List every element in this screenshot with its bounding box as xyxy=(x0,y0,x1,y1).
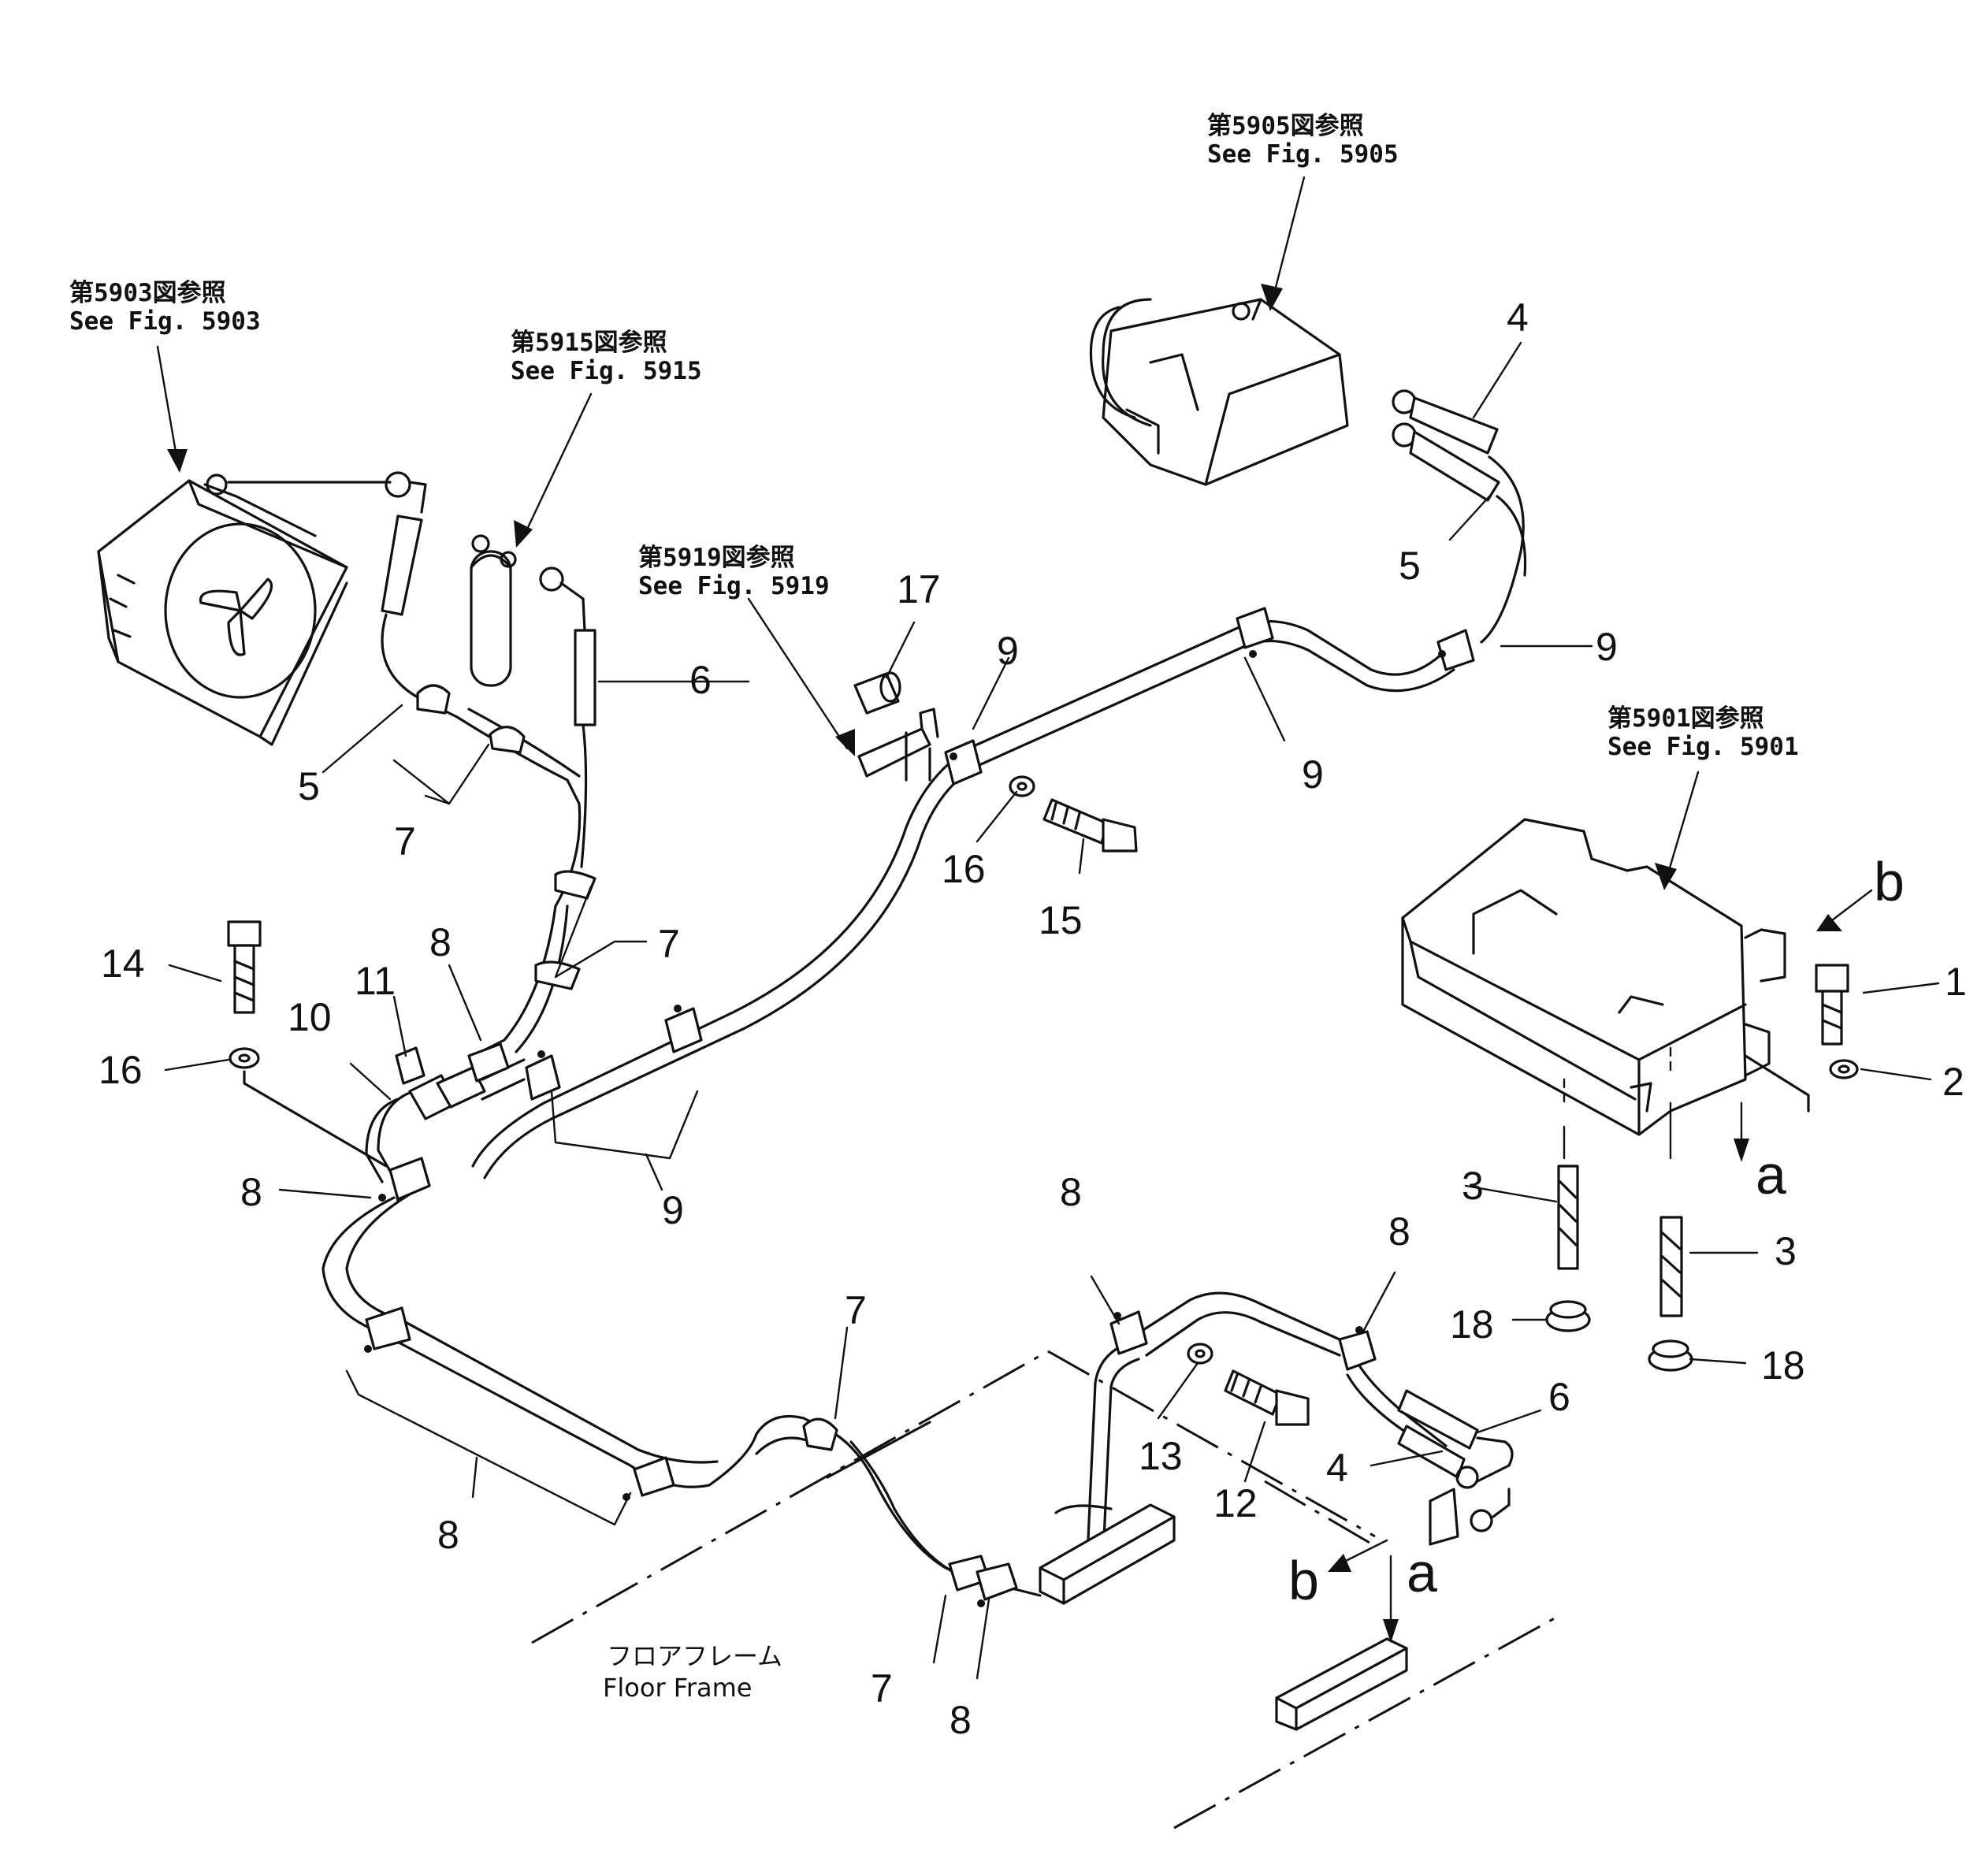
ref-5919-en: See Fig. 5919 xyxy=(638,572,830,600)
ref-5903-en: See Fig. 5903 xyxy=(69,307,261,336)
part-label-6: 6 xyxy=(689,658,712,702)
part-label-9: 9 xyxy=(662,1188,684,1232)
part-label-12: 12 xyxy=(1213,1481,1258,1525)
part-label-1: 1 xyxy=(1945,960,1966,1004)
part-label-8: 8 xyxy=(1060,1170,1082,1214)
part-label-9: 9 xyxy=(1302,752,1324,797)
spacers xyxy=(1545,1165,1693,1372)
part-label-16: 16 xyxy=(942,847,986,891)
part-label-17: 17 xyxy=(897,567,941,611)
pipe-upper xyxy=(471,620,1455,1179)
part-label-7: 7 xyxy=(394,819,416,864)
view-marker-a-top: a xyxy=(1756,1144,1786,1205)
floor-frame-label-jp: フロアフレーム xyxy=(607,1641,782,1671)
part-label-4: 4 xyxy=(1326,1446,1348,1490)
condenser-unit xyxy=(97,474,348,746)
view-marker-b-bottom: b xyxy=(1288,1550,1319,1611)
ref-5905-en: See Fig. 5905 xyxy=(1207,140,1399,169)
ref-5903-jp: 第5903図参照 xyxy=(69,279,226,307)
part-label-18: 18 xyxy=(1450,1302,1494,1347)
bracket-5919 xyxy=(853,671,939,782)
evaporator-unit xyxy=(1401,818,1810,1160)
part-label-6: 6 xyxy=(1548,1375,1570,1419)
part-label-8: 8 xyxy=(950,1698,972,1742)
part-label-14: 14 xyxy=(101,942,145,986)
ref-5901-jp: 第5901図参照 xyxy=(1607,704,1764,733)
part-label-15: 15 xyxy=(1039,898,1083,942)
ref-5919-jp: 第5919図参照 xyxy=(638,544,795,572)
bolts-washers xyxy=(227,775,1859,1426)
part-label-10: 10 xyxy=(288,995,332,1039)
part-label-7: 7 xyxy=(871,1666,893,1711)
part-label-3: 3 xyxy=(1775,1229,1797,1273)
part-label-4: 4 xyxy=(1507,295,1529,340)
part-label-2: 2 xyxy=(1942,1060,1964,1104)
pipe-left xyxy=(321,905,1042,1597)
part-label-5: 5 xyxy=(298,764,320,808)
part-label-7: 7 xyxy=(845,1288,867,1332)
part-label-16: 16 xyxy=(98,1048,143,1092)
ref-5915-jp: 第5915図参照 xyxy=(511,329,667,357)
expansion-valve xyxy=(395,1046,526,1120)
part-label-8: 8 xyxy=(429,920,452,964)
part-label-18: 18 xyxy=(1761,1343,1805,1387)
floor-frame-label-en: Floor Frame xyxy=(603,1673,752,1703)
view-marker-b-top: b xyxy=(1874,851,1905,912)
part-label-8: 8 xyxy=(437,1513,459,1557)
part-label-5: 5 xyxy=(1399,544,1421,588)
part-label-8: 8 xyxy=(240,1170,262,1214)
receiver-drier xyxy=(470,534,596,868)
part-label-9: 9 xyxy=(997,629,1019,673)
floor-frame-outline xyxy=(531,1350,1561,1830)
part-label-9: 9 xyxy=(1596,625,1618,669)
part-label-8: 8 xyxy=(1388,1209,1410,1254)
part-label-11: 11 xyxy=(355,959,396,1003)
part-label-7: 7 xyxy=(658,922,680,966)
clamps xyxy=(364,607,1475,1607)
floor-blocks xyxy=(826,1421,1408,1731)
ref-5901-en: See Fig. 5901 xyxy=(1607,733,1799,761)
view-marker-a-bottom: a xyxy=(1407,1542,1437,1603)
ref-5905-jp: 第5905図参照 xyxy=(1207,112,1364,140)
part-label-3: 3 xyxy=(1462,1164,1484,1208)
part-label-13: 13 xyxy=(1139,1434,1183,1478)
compressor-hoses xyxy=(1392,389,1527,644)
ref-5915-en: See Fig. 5915 xyxy=(511,357,702,385)
leader-lines xyxy=(156,176,1940,1680)
compressor xyxy=(1089,298,1349,486)
